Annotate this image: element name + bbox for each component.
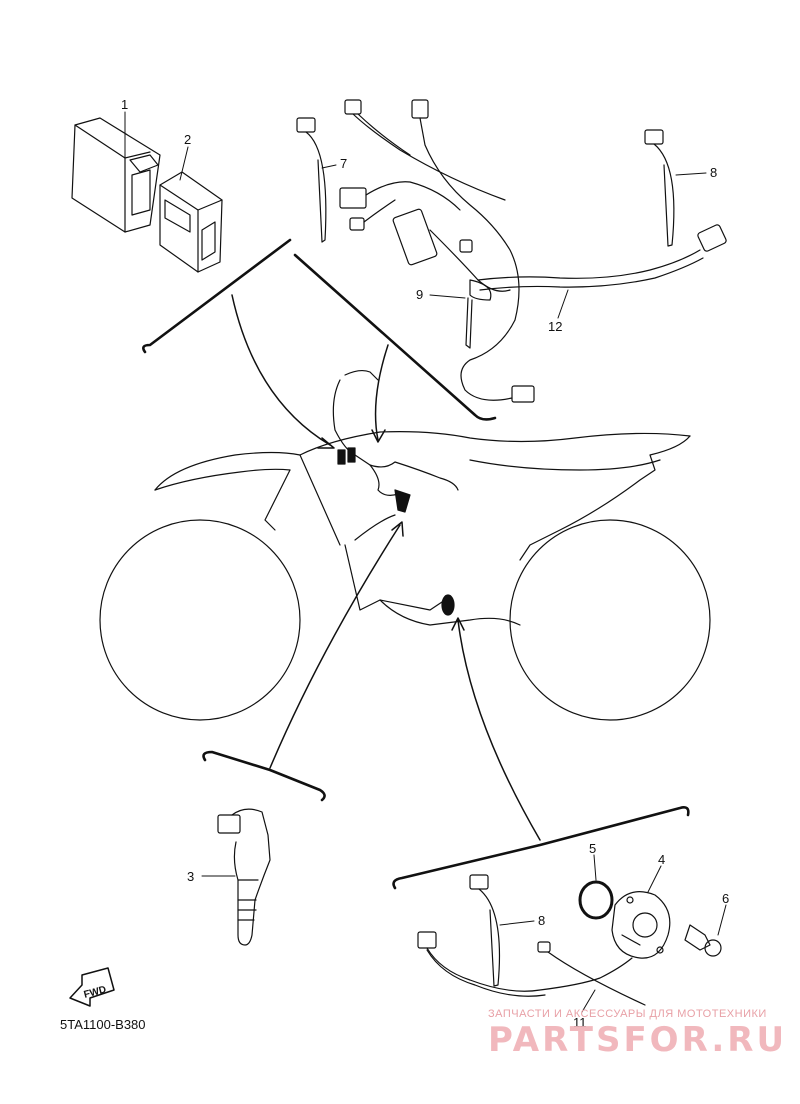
callout-7: 7 (340, 156, 347, 171)
callout-5: 5 (589, 841, 596, 856)
callout-8-lower: 8 (538, 913, 545, 928)
o-ring-part (578, 880, 614, 920)
throttle-sensor-part (611, 891, 671, 959)
watermark-tagline: ЗАПЧАСТИ И АКСЕССУАРЫ ДЛЯ МОТОТЕХНИКИ (488, 1008, 767, 1020)
callout-6: 6 (722, 891, 729, 906)
fwd-arrow-icon (69, 967, 115, 1007)
callout-12: 12 (548, 319, 562, 334)
bracket-sensor (392, 806, 690, 890)
relay-part (159, 171, 223, 273)
callout-1: 1 (121, 97, 128, 112)
callout-leaders (124, 111, 727, 1013)
bracket-top (142, 238, 497, 421)
cable-tie-7-part (296, 117, 327, 243)
cable-tie-8-lower-part (469, 874, 501, 987)
sub-harness-upper (339, 99, 727, 403)
sensor-harness-11-part (417, 931, 646, 1006)
watermark-logo: PARTSFOR.RU (488, 1020, 788, 1060)
harness-on-bike (332, 369, 459, 616)
callout-9: 9 (416, 287, 423, 302)
screw-part (684, 924, 722, 957)
fwd-label: FWD (83, 984, 108, 1001)
bracket-coil (202, 750, 326, 802)
callout-11: 11 (573, 1015, 587, 1030)
cable-tie-8-upper-part (644, 129, 675, 247)
diagram-code: 5TA1100-B380 (60, 1017, 146, 1032)
callout-2: 2 (184, 132, 191, 147)
callout-8-upper: 8 (710, 165, 717, 180)
callout-4: 4 (658, 852, 665, 867)
callout-3: 3 (187, 869, 194, 884)
ecu-unit-part (71, 117, 161, 233)
clamp-9-part (465, 279, 492, 349)
leader-arrows (231, 294, 541, 841)
motorcycle-outline (99, 431, 711, 721)
callout-numbers: 1 2 3 4 5 6 7 8 9 12 8 11 FWD (83, 97, 730, 1030)
ignition-coil-part (217, 808, 271, 946)
